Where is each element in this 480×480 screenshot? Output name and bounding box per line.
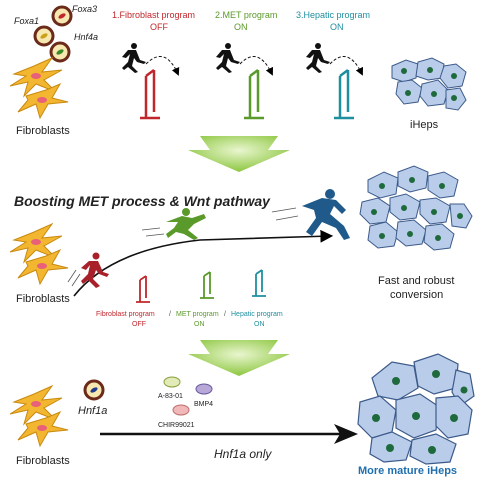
motion-lines-red — [67, 269, 81, 287]
runner-blue-icon — [302, 189, 350, 240]
iheps-cluster-top — [391, 57, 467, 111]
jump-path-2 — [239, 56, 273, 76]
jump-path-1 — [145, 56, 180, 76]
runner-3-icon — [306, 43, 330, 73]
middle-program-2-name: MET program — [176, 311, 219, 318]
separator-2: / — [224, 311, 226, 318]
middle-heading: Boosting MET process & Wnt pathway — [14, 193, 271, 209]
fibroblast-cluster-middle — [9, 222, 69, 286]
fast-conversion-label-1: Fast and robust — [378, 275, 454, 287]
compound-a8301: A-83-01 — [158, 393, 183, 400]
more-mature-iheps-label: More mature iHeps — [358, 465, 457, 477]
runner-1-icon — [122, 43, 146, 73]
iheps-cluster-middle — [359, 165, 473, 251]
hurdle-1-icon — [140, 69, 160, 120]
small-hurdle-green-icon — [200, 271, 214, 299]
middle-program-3-name: Hepatic program — [231, 311, 283, 318]
pill-bmp4-icon — [195, 383, 213, 395]
transition-arrow-1 — [188, 136, 290, 172]
fibroblast-cluster-top — [9, 56, 69, 120]
fibroblast-cluster-bottom — [9, 384, 69, 448]
top-program-3-name: 3.Hepatic program — [296, 10, 370, 20]
fast-conversion-label-2: conversion — [390, 289, 443, 301]
small-hurdle-blue-icon — [252, 269, 266, 297]
hurdle-3-icon — [334, 69, 354, 120]
hnf1a-only-label: Hnf1a only — [214, 447, 272, 461]
fibroblasts-label-top: Fibroblasts — [16, 125, 70, 137]
hnf4a-label: Hnf4a — [74, 32, 98, 42]
small-hurdle-red-icon — [136, 275, 150, 303]
top-program-2-state: ON — [234, 22, 248, 32]
separator-1: / — [169, 311, 171, 318]
middle-program-1-name: Fibroblast program — [96, 311, 155, 318]
hnf1a-label: Hnf1a — [78, 405, 107, 417]
runner-red-icon — [81, 252, 109, 288]
top-program-2-name: 2.MET program — [215, 10, 277, 20]
pill-chir99021-icon — [172, 404, 190, 416]
motion-lines-blue — [271, 207, 299, 221]
virus-hnf4a-icon — [49, 41, 71, 63]
fibroblasts-label-middle: Fibroblasts — [16, 293, 70, 305]
virus-foxa3-icon — [51, 5, 73, 27]
compound-bmp4: BMP4 — [194, 401, 213, 408]
virus-hnf1a-icon — [83, 379, 105, 401]
foxa1-label: Foxa1 — [14, 16, 39, 26]
runner-2-icon — [216, 43, 240, 73]
compound-chir99021: CHIR99021 — [158, 422, 195, 429]
fibroblasts-label-bottom: Fibroblasts — [16, 455, 70, 467]
hurdle-2-icon — [244, 69, 264, 120]
iheps-label-top: iHeps — [410, 119, 439, 131]
transition-arrow-2 — [188, 340, 290, 376]
middle-program-1-state: OFF — [132, 321, 146, 328]
pill-a8301-icon — [163, 376, 181, 388]
runner-green-icon — [166, 208, 206, 240]
top-program-1-name: 1.Fibroblast program — [112, 10, 195, 20]
top-program-1-state: OFF — [150, 22, 168, 32]
foxa3-label: Foxa3 — [72, 4, 97, 14]
middle-program-2-state: ON — [194, 321, 205, 328]
fast-conversion-curve — [73, 229, 334, 297]
motion-lines-green — [141, 227, 165, 237]
top-program-3-state: ON — [330, 22, 344, 32]
middle-program-3-state: ON — [254, 321, 265, 328]
hnf1a-only-arrow — [100, 424, 358, 444]
iheps-cluster-mature — [357, 353, 475, 465]
jump-path-3 — [329, 56, 363, 76]
virus-foxa1-icon — [33, 25, 55, 47]
